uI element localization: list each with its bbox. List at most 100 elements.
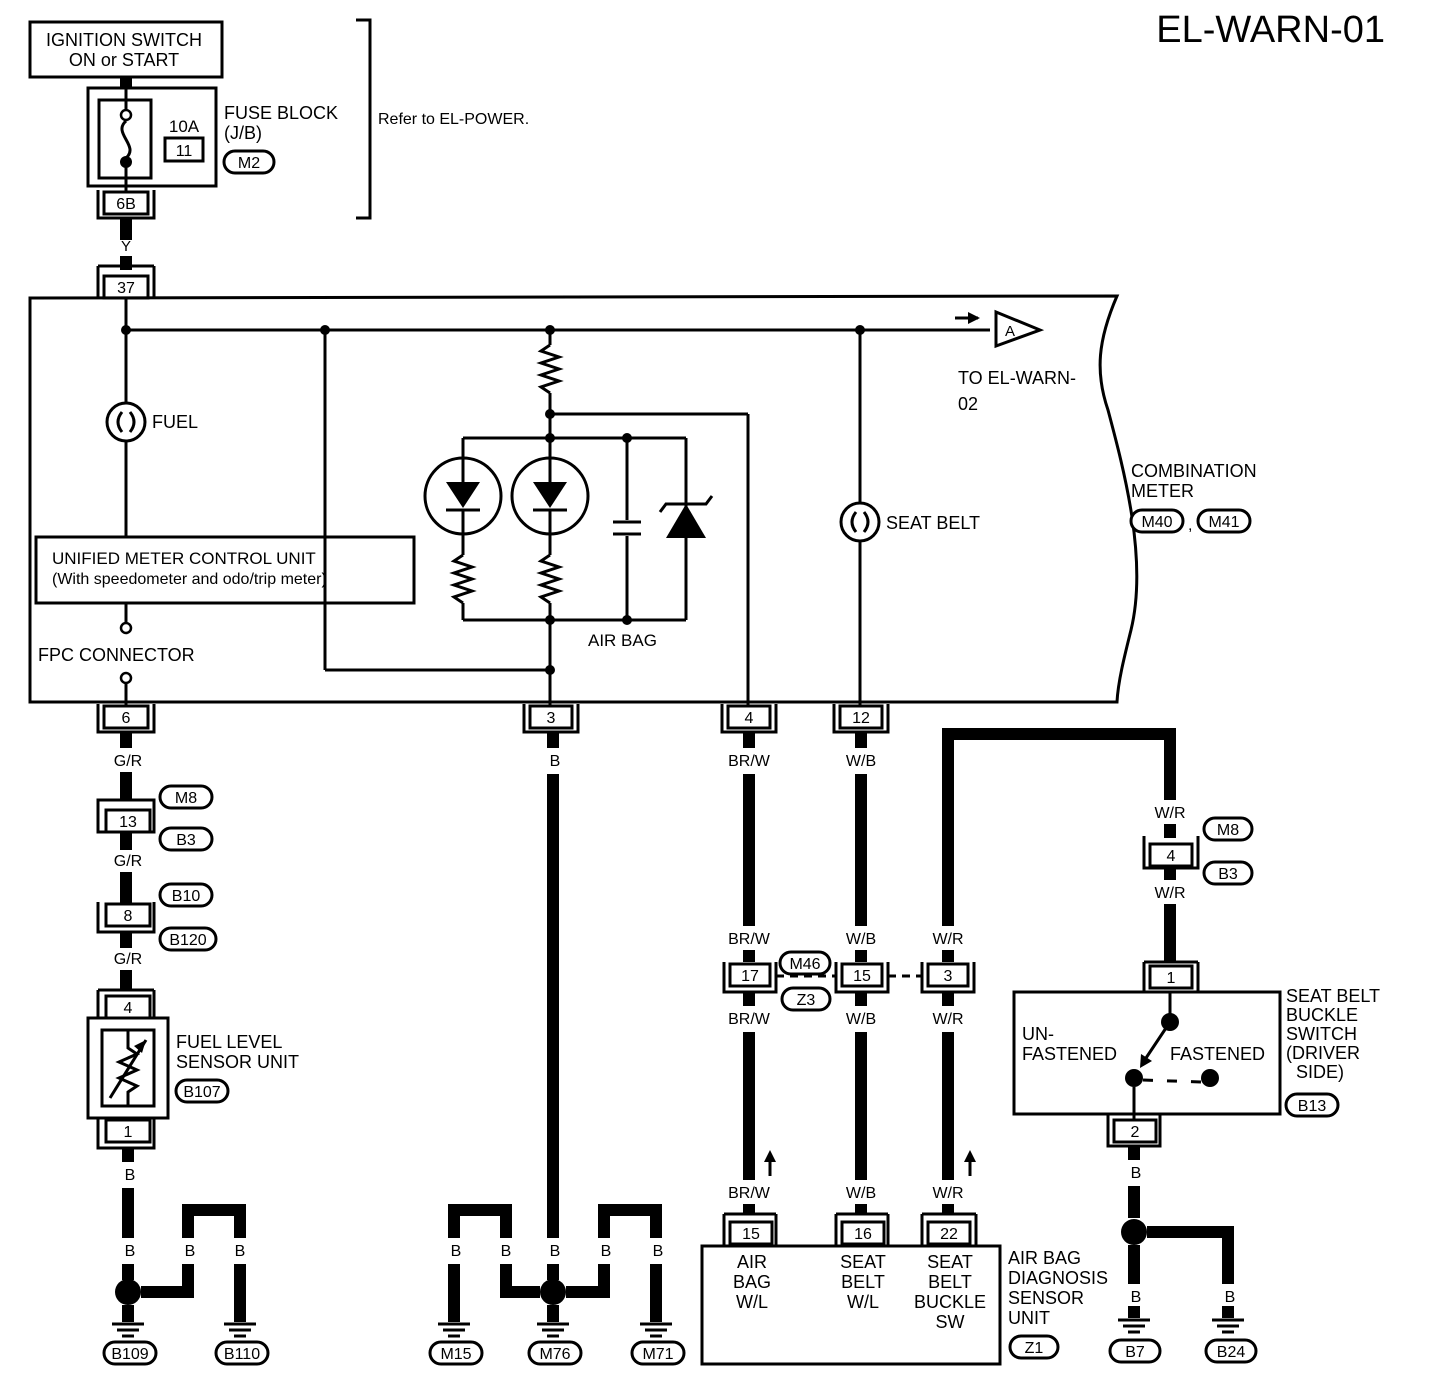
seat-belt-lamp-label: SEAT BELT bbox=[886, 513, 980, 533]
wire-color-gr: G/R bbox=[114, 753, 142, 770]
splice-point-icon bbox=[115, 1279, 141, 1305]
airbag-label: AIR BAG bbox=[588, 631, 657, 650]
airbag-unit-col3-l2: BELT bbox=[928, 1272, 972, 1292]
to-el-warn-label: TO EL-WARN- bbox=[958, 368, 1076, 388]
combination-meter-label: COMBINATION bbox=[1131, 461, 1257, 481]
wire-color-b: B bbox=[653, 1243, 664, 1260]
connector-badge-m41-label: M41 bbox=[1208, 514, 1239, 531]
unfastened-label: UN- bbox=[1022, 1024, 1054, 1044]
ground-badge-b109 bbox=[102, 1340, 158, 1366]
wire-color-wb: W/B bbox=[846, 1011, 876, 1028]
splice-point-icon bbox=[540, 1279, 566, 1305]
connector-badge-b3 bbox=[158, 826, 214, 852]
wire-color-b: B bbox=[1131, 1165, 1142, 1182]
wire-color-b: B bbox=[185, 1243, 196, 1260]
wire-color-b: B bbox=[125, 1243, 136, 1260]
fuel-sensor-label: FUEL LEVEL bbox=[176, 1032, 282, 1052]
connector-15 bbox=[840, 962, 884, 988]
connector-badge-m8-2 bbox=[1202, 816, 1254, 842]
connector-pin-6-label: 6 bbox=[122, 710, 131, 727]
unified-meter-label: UNIFIED METER CONTROL UNIT bbox=[52, 549, 316, 568]
connector-badge-m40 bbox=[1129, 508, 1185, 534]
connector-3-label: 3 bbox=[944, 968, 953, 985]
wire-color-brw: BR/W bbox=[728, 1185, 771, 1202]
wire-color-wb: W/B bbox=[846, 931, 876, 948]
connector-buckle-4-label: 4 bbox=[1167, 848, 1176, 865]
ground-badge-b24 bbox=[1204, 1338, 1258, 1364]
ground-badge-m15 bbox=[428, 1340, 484, 1366]
ground-badge-m71-label: M71 bbox=[642, 1346, 673, 1363]
wire-color-wr: W/R bbox=[932, 1011, 963, 1028]
seat-belt-lamp-icon bbox=[839, 501, 881, 543]
ignition-switch-box bbox=[28, 20, 224, 79]
airbag-unit-col1-l1: AIR bbox=[737, 1252, 767, 1272]
buckle-switch-label-l3: SWITCH bbox=[1286, 1024, 1357, 1044]
connector-badge-b10-label: B10 bbox=[172, 888, 201, 905]
combination-meter-label-2: METER bbox=[1131, 481, 1194, 501]
buckle-switch-label-l5: SIDE) bbox=[1296, 1062, 1344, 1082]
connector-badge-b120 bbox=[158, 926, 218, 952]
ground-badge-m76 bbox=[527, 1340, 583, 1366]
connector-sensor-pin-1 bbox=[104, 1118, 152, 1144]
ignition-switch-label: IGNITION SWITCH bbox=[46, 30, 202, 50]
ground-icon bbox=[1210, 1318, 1246, 1334]
ground-badge-m15-label: M15 bbox=[440, 1346, 471, 1363]
airbag-unit-col3-l4: SW bbox=[936, 1312, 965, 1332]
connector-badge-b13-label: B13 bbox=[1298, 1098, 1327, 1115]
connector-sensor-pin-4-label: 4 bbox=[124, 1000, 133, 1017]
connector-pin-4 bbox=[726, 704, 772, 730]
seat-belt-buckle-switch bbox=[1012, 990, 1282, 1116]
connector-airbag-22 bbox=[926, 1220, 972, 1246]
buckle-switch-label-l1: SEAT BELT bbox=[1286, 986, 1380, 1006]
connector-a-label: A bbox=[1005, 323, 1015, 340]
connector-sensor-pin-1-label: 1 bbox=[124, 1124, 133, 1141]
wire-color-wr: W/R bbox=[932, 931, 963, 948]
airbag-unit-label-l3: SENSOR bbox=[1008, 1288, 1084, 1308]
ground-badge-b110-label: B110 bbox=[224, 1346, 260, 1363]
wire-color-brw: BR/W bbox=[728, 931, 771, 948]
connector-pin-12 bbox=[838, 704, 884, 730]
ground-badge-m76-label: M76 bbox=[539, 1346, 570, 1363]
wire-color-y: Y bbox=[121, 238, 131, 255]
fpc-connector-label: FPC CONNECTOR bbox=[38, 645, 195, 665]
connector-pin-3 bbox=[528, 704, 574, 730]
ground-badge-b7 bbox=[1108, 1338, 1162, 1364]
connector-badge-m46-label: M46 bbox=[789, 956, 820, 973]
buckle-switch-label-l4: (DRIVER bbox=[1286, 1043, 1360, 1063]
ground-badge-b109-label: B109 bbox=[111, 1346, 148, 1363]
airbag-unit-label-l1: AIR BAG bbox=[1008, 1248, 1081, 1268]
airbag-unit-col2-l2: BELT bbox=[841, 1272, 885, 1292]
connector-15-label: 15 bbox=[853, 968, 871, 985]
to-el-warn-label-2: 02 bbox=[958, 394, 978, 414]
fuse-rating: 10A bbox=[169, 117, 200, 136]
connector-airbag-15 bbox=[728, 1220, 774, 1246]
connector-badge-b107-label: B107 bbox=[183, 1084, 220, 1101]
connector-buckle-1 bbox=[1148, 964, 1194, 990]
ground-icon bbox=[1116, 1318, 1152, 1334]
airbag-unit-col2-l3: W/L bbox=[847, 1292, 879, 1312]
airbag-unit-col1-l3: W/L bbox=[736, 1292, 768, 1312]
connector-badge-b13 bbox=[1284, 1092, 1340, 1118]
connector-badge-z1 bbox=[1008, 1334, 1060, 1360]
connector-badge-m2-label: M2 bbox=[238, 155, 260, 172]
connector-airbag-16-label: 16 bbox=[854, 1226, 872, 1243]
buckle-switch-label-l2: BUCKLE bbox=[1286, 1005, 1358, 1025]
airbag-unit-col3-l3: BUCKLE bbox=[914, 1292, 986, 1312]
wire-color-wb: W/B bbox=[846, 753, 876, 770]
connector-badge-b3-label: B3 bbox=[176, 832, 196, 849]
switch-contact-icon bbox=[1201, 1069, 1219, 1087]
wire-color-b: B bbox=[451, 1243, 462, 1260]
connector-8-label: 8 bbox=[124, 908, 133, 925]
page-title: EL-WARN-01 bbox=[1156, 9, 1385, 51]
fuel-lamp-icon bbox=[105, 401, 147, 443]
wire-color-gr: G/R bbox=[114, 951, 142, 968]
switch-contact-icon bbox=[1125, 1069, 1143, 1087]
refer-bracket bbox=[356, 18, 372, 220]
connector-badge-m8 bbox=[158, 784, 214, 810]
wire-color-brw: BR/W bbox=[728, 1011, 771, 1028]
connector-3 bbox=[926, 962, 970, 988]
connector-pin-12-label: 12 bbox=[852, 710, 870, 727]
wire-color-b: B bbox=[235, 1243, 246, 1260]
ground-icon bbox=[222, 1322, 258, 1338]
arrow-right-icon bbox=[968, 312, 980, 324]
